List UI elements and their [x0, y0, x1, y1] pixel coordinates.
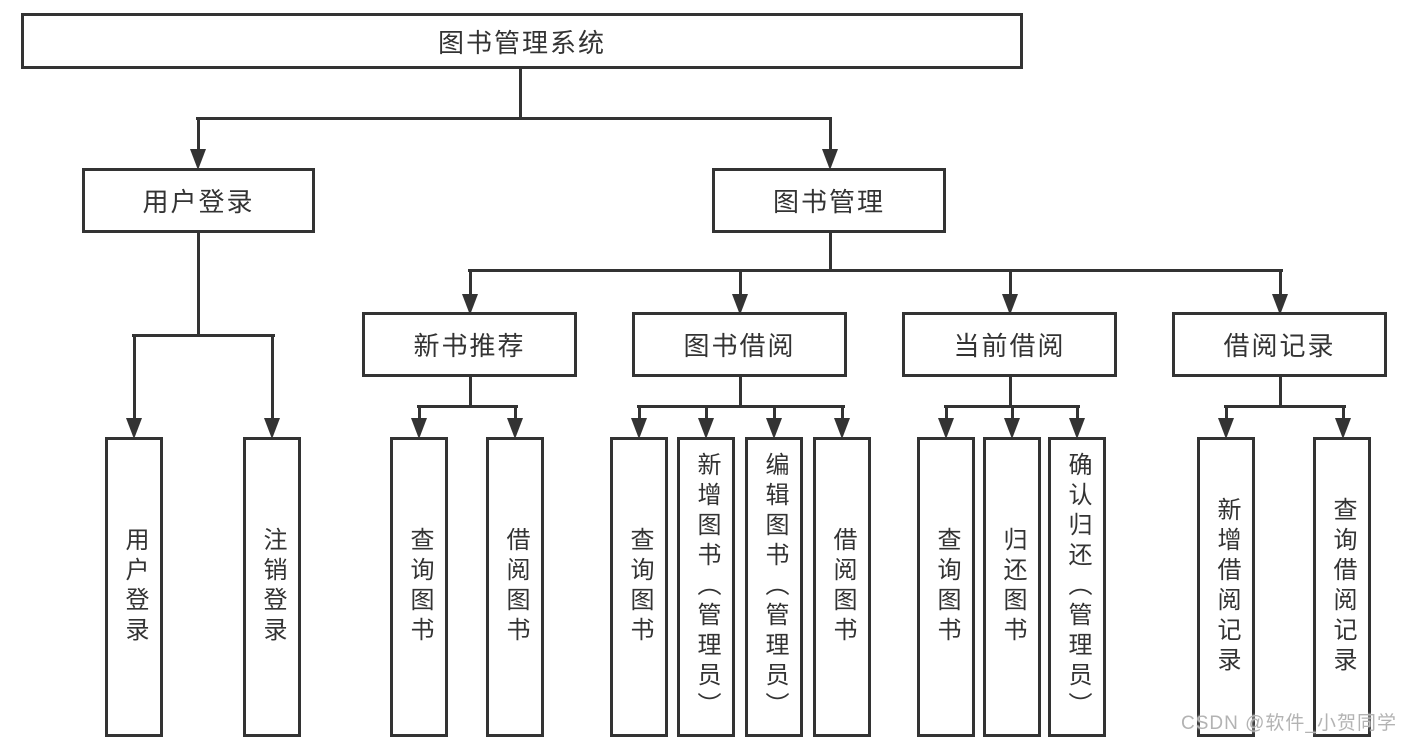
arrowhead-down-icon	[732, 294, 748, 315]
node-label: 新书推荐	[413, 331, 526, 361]
arrowhead-down-icon	[1069, 418, 1085, 439]
connector-drop	[514, 405, 517, 423]
connector-drop	[1009, 269, 1012, 299]
connector-stem	[739, 377, 742, 408]
connector-drop	[841, 405, 844, 423]
arrowhead-down-icon	[462, 294, 478, 315]
leaf-query-books-borrow: 查询图书	[610, 437, 668, 737]
arrowhead-down-icon	[264, 418, 280, 439]
arrowhead-down-icon	[1004, 418, 1020, 439]
leaf-label: 用户登录	[121, 527, 148, 647]
connector-stem	[197, 233, 200, 337]
leaf-label: 查询借阅记录	[1329, 497, 1356, 677]
connector-drop	[773, 405, 776, 423]
node-label: 借阅记录	[1223, 331, 1336, 361]
arrowhead-down-icon	[631, 418, 647, 439]
leaf-confirm-return-admin: 确认归还（管理员）	[1048, 437, 1106, 737]
connector-stem	[1009, 377, 1012, 408]
connector-stem	[519, 69, 522, 120]
node-user-login: 用户登录	[82, 168, 315, 233]
leaf-logout: 注销登录	[243, 437, 301, 737]
arrowhead-down-icon	[822, 149, 838, 170]
connector-drop	[469, 269, 472, 299]
arrowhead-down-icon	[766, 418, 782, 439]
node-borrowing-records: 借阅记录	[1172, 312, 1387, 377]
arrowhead-down-icon	[411, 418, 427, 439]
arrowhead-down-icon	[507, 418, 523, 439]
leaf-label: 查询图书	[406, 527, 433, 647]
connector-rail	[196, 117, 832, 120]
connector-drop	[271, 334, 274, 423]
leaf-label: 编辑图书（管理员）	[761, 452, 788, 722]
leaf-add-borrow-record: 新增借阅记录	[1197, 437, 1255, 737]
connector-rail	[1224, 405, 1346, 408]
connector-drop	[197, 117, 200, 154]
connector-drop	[638, 405, 641, 423]
connector-drop	[1076, 405, 1079, 423]
node-library-management-system: 图书管理系统	[21, 13, 1023, 69]
leaf-query-books-recommend: 查询图书	[390, 437, 448, 737]
leaf-label: 借阅图书	[502, 527, 529, 647]
node-current-borrowing: 当前借阅	[902, 312, 1117, 377]
leaf-query-books-current: 查询图书	[917, 437, 975, 737]
node-label: 图书管理系统	[437, 27, 606, 58]
connector-drop	[1342, 405, 1345, 423]
node-new-book-recommendation: 新书推荐	[362, 312, 577, 377]
node-label: 当前借阅	[953, 331, 1066, 361]
connector-drop	[739, 269, 742, 299]
leaf-label: 归还图书	[999, 527, 1026, 647]
leaf-user-login: 用户登录	[105, 437, 163, 737]
connector-drop	[1011, 405, 1014, 423]
connector-stem	[829, 233, 832, 272]
arrowhead-down-icon	[190, 149, 206, 170]
connector-rail	[417, 405, 518, 408]
leaf-label: 确认归还（管理员）	[1064, 452, 1091, 722]
arrowhead-down-icon	[834, 418, 850, 439]
leaf-label: 借阅图书	[829, 527, 856, 647]
connector-drop	[133, 334, 136, 423]
leaf-return-books: 归还图书	[983, 437, 1041, 737]
leaf-query-borrow-record: 查询借阅记录	[1313, 437, 1371, 737]
node-label: 图书借阅	[683, 331, 796, 361]
leaf-label: 注销登录	[259, 527, 286, 647]
leaf-borrow-books-recommend: 借阅图书	[486, 437, 544, 737]
leaf-label: 新增图书（管理员）	[693, 452, 720, 722]
arrowhead-down-icon	[1218, 418, 1234, 439]
connector-rail	[468, 269, 1283, 272]
leaf-edit-books-admin: 编辑图书（管理员）	[745, 437, 803, 737]
connector-stem	[469, 377, 472, 408]
connector-drop	[1225, 405, 1228, 423]
arrowhead-down-icon	[938, 418, 954, 439]
connector-rail	[637, 405, 845, 408]
leaf-label: 查询图书	[933, 527, 960, 647]
arrowhead-down-icon	[126, 418, 142, 439]
node-label: 用户登录	[142, 187, 255, 217]
connector-drop	[705, 405, 708, 423]
leaf-borrow-books: 借阅图书	[813, 437, 871, 737]
arrowhead-down-icon	[1002, 294, 1018, 315]
leaf-label: 查询图书	[626, 527, 653, 647]
node-label: 图书管理	[772, 187, 885, 217]
connector-stem	[1279, 377, 1282, 408]
leaf-label: 新增借阅记录	[1213, 497, 1240, 677]
connector-drop	[418, 405, 421, 423]
connector-drop	[1279, 269, 1282, 299]
connector-drop	[945, 405, 948, 423]
arrowhead-down-icon	[1272, 294, 1288, 315]
arrowhead-down-icon	[698, 418, 714, 439]
node-book-borrowing: 图书借阅	[632, 312, 847, 377]
node-book-management: 图书管理	[712, 168, 946, 233]
connector-rail	[132, 334, 275, 337]
arrowhead-down-icon	[1335, 418, 1351, 439]
leaf-add-books-admin: 新增图书（管理员）	[677, 437, 735, 737]
connector-drop	[829, 117, 832, 154]
csdn-watermark: CSDN @软件_小贺同学	[1181, 713, 1397, 734]
